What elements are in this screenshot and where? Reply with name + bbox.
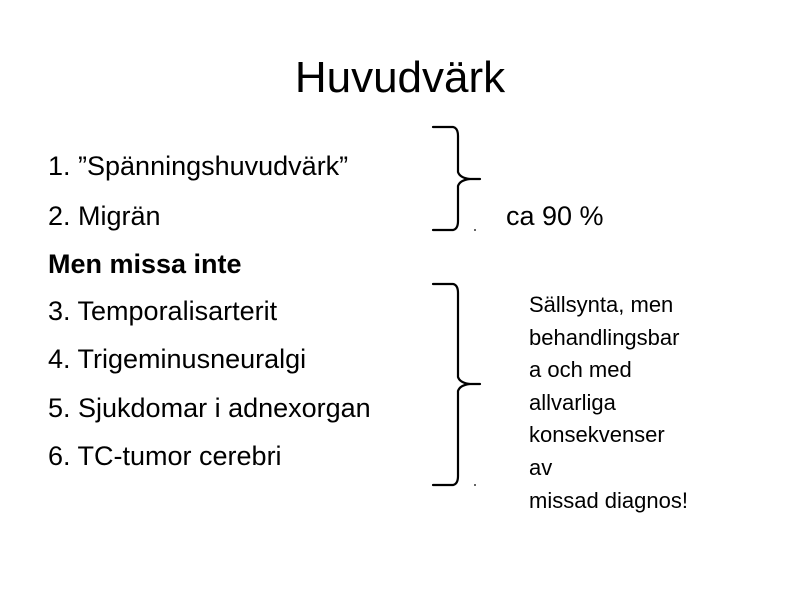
list-item-trigeminal-neuralgia: 4. Trigeminusneuralgi [48, 344, 307, 374]
brace-top-dot [474, 229, 476, 231]
slide-title: Huvudvärk [294, 53, 506, 102]
note-rare-conditions: Sällsynta, men behandlingsbar a och med … [529, 289, 688, 517]
brace-top [431, 125, 482, 232]
brace-bottom [431, 282, 482, 487]
list-item-temporal-arteritis: 3. Temporalisarterit [48, 296, 278, 326]
note-rare-line: missad diagnos! [529, 487, 688, 513]
list-item-tension-headache: 1. ”Spänningshuvudvärk” [48, 151, 349, 181]
list-item-migraine: 2. Migrän [48, 201, 161, 231]
note-rare-line: konsekvenser [529, 422, 665, 448]
note-rare-line: allvarliga [529, 389, 616, 415]
list-heading-dont-miss: Men missa inte [48, 249, 242, 279]
brace-bottom-dot [474, 484, 476, 486]
note-rare-line: Sällsynta, men [529, 292, 674, 317]
note-rare-line: av [529, 454, 553, 480]
note-rare-line: a och med [529, 357, 632, 383]
note-common-percentage: ca 90 % [506, 201, 604, 231]
list-item-tc-tumor: 6. TC-tumor cerebri [48, 441, 282, 471]
list-item-adnexa-diseases: 5. Sjukdomar i adnexorgan [48, 393, 371, 423]
note-rare-line: behandlingsbar [529, 324, 680, 350]
